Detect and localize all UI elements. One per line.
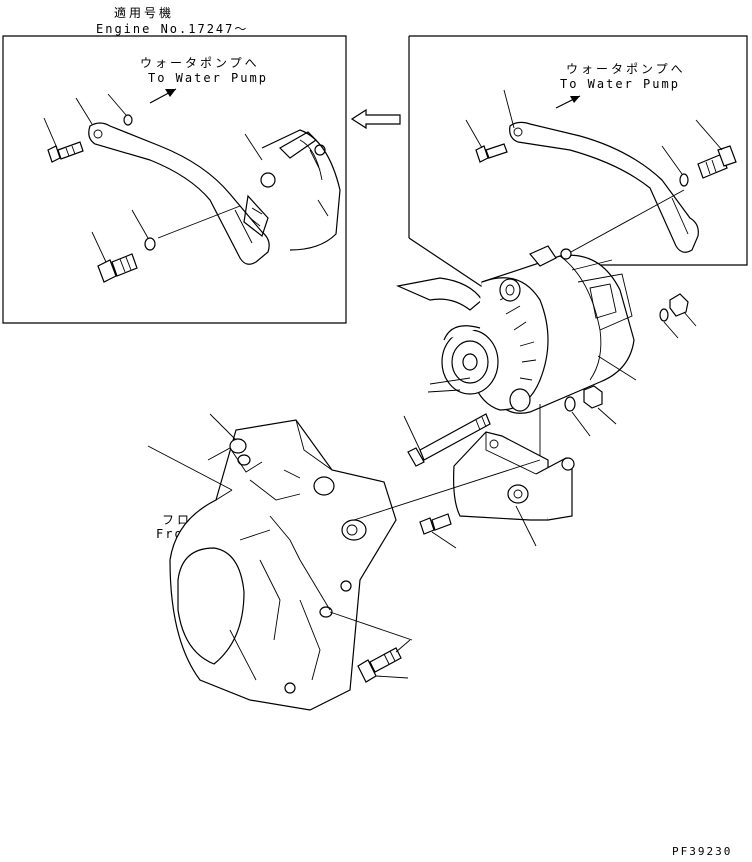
drawing-code: PF39230 [672,845,733,858]
mounting-bracket [454,432,574,520]
applicable-label: 適用号機 [114,6,175,20]
left-small-bolt [48,142,83,162]
upper-nut [670,294,688,316]
left-water-pump-label-en: To Water Pump [148,71,268,85]
alternator-through-bolt [408,414,490,466]
bracket-bolt [420,514,451,534]
alternator [398,246,634,413]
lower-nut [584,386,602,408]
front-cover [170,420,396,710]
lower-washer [565,397,575,411]
left-detail-panel [3,36,346,323]
right-long-bolt [698,146,736,178]
nut-washer-upper [660,309,668,321]
left-lower-washer [145,238,155,250]
right-adjust-bracket [510,122,699,252]
right-small-bolt [476,144,507,162]
direction-arrow-icon [150,89,176,103]
right-washer [680,174,688,186]
replacement-arrow-icon [352,110,400,128]
left-water-pump-label-jp: ウォータポンプへ [140,56,260,70]
engine-number-label: Engine No.17247～ [96,22,249,36]
left-adjust-bracket [89,123,269,264]
left-top-washer [124,115,132,125]
right-water-pump-label-en: To Water Pump [560,77,680,91]
right-detail-panel [409,36,747,292]
direction-arrow-icon [556,96,580,108]
right-water-pump-label-jp: ウォータポンプへ [566,62,686,76]
